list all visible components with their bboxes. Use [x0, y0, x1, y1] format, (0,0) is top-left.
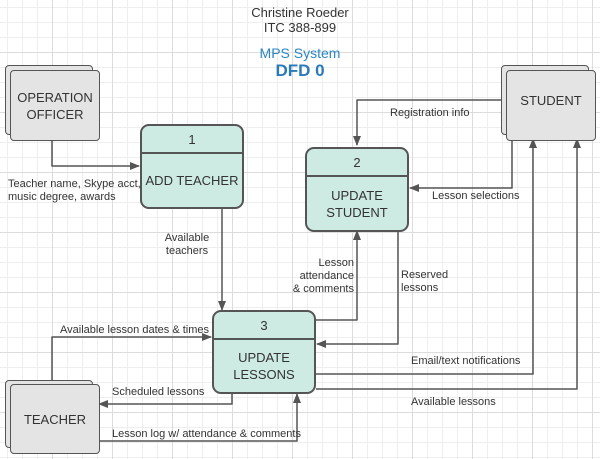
- label-line: & comments: [292, 283, 354, 295]
- system-name: MPS System: [259, 45, 341, 61]
- flow-lesson-log: [99, 393, 301, 442]
- label-notifications: Email/text notifications: [411, 355, 521, 367]
- entity-label: STUDENT: [520, 93, 582, 108]
- label-available-lessons: Available lessons: [411, 396, 496, 408]
- label-line: Reserved: [401, 269, 449, 281]
- flow-registration-info: [353, 99, 504, 146]
- label-line: Lesson: [318, 257, 354, 269]
- process-number: 1: [142, 126, 242, 154]
- process-update-student[interactable]: 2 UPDATE STUDENT: [305, 147, 409, 232]
- diagram-title: DFD 0: [275, 61, 325, 80]
- entity-label: OPERATION OFFICER: [17, 89, 93, 122]
- entity-box: STUDENT: [506, 70, 596, 141]
- flow-scheduled-lessons: [98, 393, 233, 408]
- entity-box: TEACHER: [10, 384, 100, 454]
- flow-attendance: [316, 230, 361, 321]
- label-available-dates: Available lesson dates & times: [60, 324, 209, 336]
- label-line: teachers: [165, 245, 209, 257]
- entity-box: OPERATION OFFICER: [10, 70, 100, 141]
- process-number: 2: [307, 149, 407, 177]
- process-name: UPDATE LESSONS: [233, 350, 295, 382]
- label-line: music degree, awards: [8, 191, 116, 203]
- course-code: ITC 388-899: [263, 20, 337, 35]
- label-attendance: Lesson attendance & comments: [290, 257, 354, 296]
- label-line: Teacher name, Skype acct,: [8, 178, 141, 190]
- entity-label: TEACHER: [23, 411, 87, 427]
- process-name: ADD TEACHER: [145, 173, 239, 188]
- label-line: attendance: [299, 270, 354, 282]
- flow-teacher-info: [51, 138, 140, 170]
- label-reserved-lessons: Reserved lessons: [401, 269, 448, 295]
- label-lesson-selections: Lesson selections: [432, 190, 520, 202]
- label-line: lessons: [401, 282, 439, 294]
- entity-operation-officer[interactable]: OPERATION OFFICER: [5, 65, 100, 141]
- process-update-lessons[interactable]: 3 UPDATE LESSONS: [212, 310, 316, 394]
- flow-reserved-lessons: [316, 231, 399, 348]
- label-line: Available: [164, 232, 210, 244]
- flow-lesson-selections: [409, 138, 513, 192]
- author-name: Christine Roeder: [251, 5, 349, 20]
- label-registration-info: Registration info: [390, 107, 470, 119]
- process-name: UPDATE STUDENT: [326, 187, 388, 220]
- process-add-teacher[interactable]: 1 ADD TEACHER: [140, 124, 244, 209]
- label-teacher-info: Teacher name, Skype acct, music degree, …: [8, 178, 141, 204]
- flow-notifications: [316, 138, 537, 375]
- process-number: 3: [214, 312, 314, 340]
- entity-student[interactable]: STUDENT: [501, 65, 596, 141]
- flow-available-lessons: [316, 138, 581, 390]
- label-scheduled-lessons: Scheduled lessons: [112, 386, 205, 398]
- label-lesson-log: Lesson log w/ attendance & comments: [112, 428, 301, 440]
- entity-teacher[interactable]: TEACHER: [5, 380, 100, 454]
- label-available-teachers: Available teachers: [160, 232, 214, 258]
- flow-available-dates: [51, 333, 212, 380]
